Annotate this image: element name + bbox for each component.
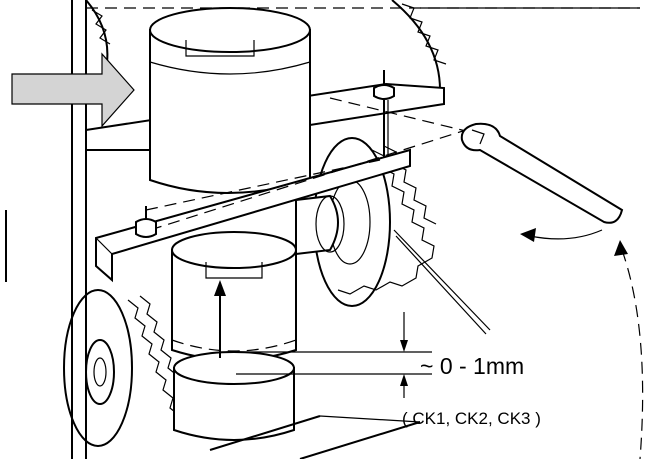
gap-dimension	[226, 312, 432, 398]
lower-shaft-housing	[171, 231, 297, 361]
block-arrow-right-icon	[11, 52, 135, 128]
upper-shaft-housing	[149, 7, 311, 194]
lower-plate	[95, 148, 411, 283]
rotation-arrow	[520, 228, 603, 242]
left-sprocket-lower	[63, 289, 133, 447]
guide-lines	[145, 97, 471, 231]
pointer-arrow-shape	[11, 52, 135, 128]
side-bearing	[295, 194, 345, 256]
check-label: ( CK1, CK2, CK3 )	[402, 409, 541, 428]
gap-label: ~ 0 - 1mm	[420, 353, 524, 379]
wrench-icon	[460, 122, 624, 224]
chain-right	[337, 145, 491, 335]
lift-arrow	[214, 280, 226, 358]
bolt-left	[135, 206, 157, 238]
right-sprocket-upper	[391, 0, 447, 91]
bolt-upper-right	[373, 70, 395, 100]
lower-collar	[173, 351, 421, 459]
threaded-rod-right	[383, 100, 389, 160]
swing-path	[614, 240, 644, 459]
